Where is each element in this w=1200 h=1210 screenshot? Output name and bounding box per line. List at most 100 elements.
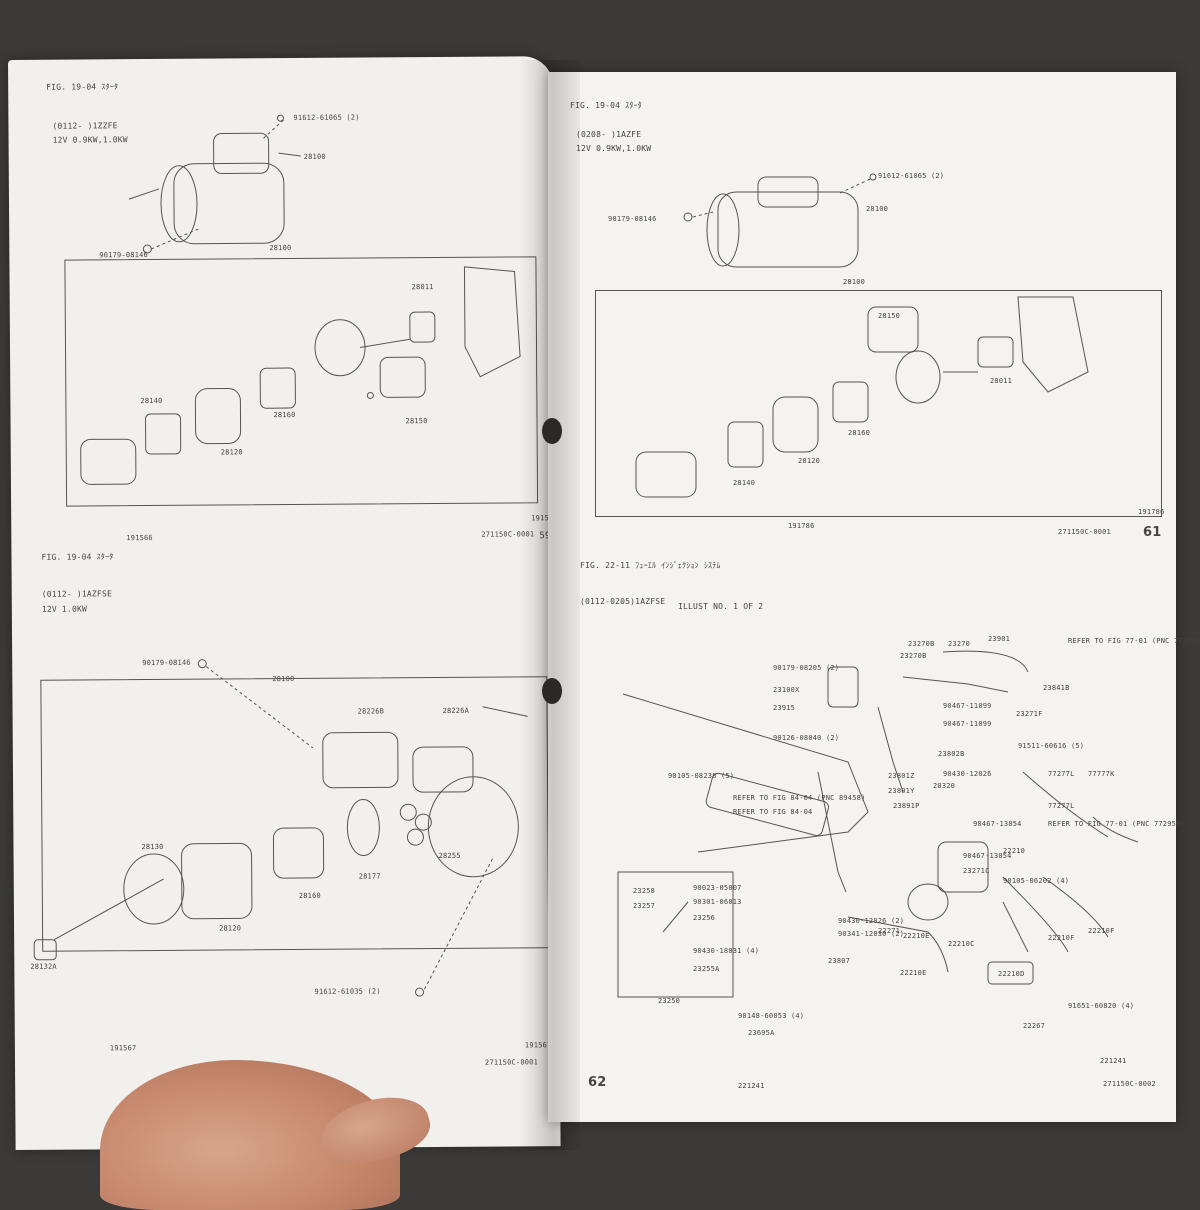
callout: REFER TO FIG 84-04 — [733, 808, 813, 816]
frame-code: 221241 — [1100, 1057, 1127, 1065]
callout: 91612-61065 (2) — [878, 172, 945, 180]
callout: 28120 — [798, 457, 821, 465]
starter-assembly-drawing — [8, 56, 556, 510]
callout: 90467-13054 — [963, 852, 1012, 860]
binder-hole — [542, 418, 562, 444]
callout: 28100 — [866, 205, 889, 213]
callout: 28100 — [843, 278, 866, 286]
page-number: 61 — [1143, 525, 1162, 540]
callout: 23258 — [633, 887, 656, 895]
callout: 22210E — [900, 969, 927, 977]
callout: 90341-12030 (2) — [838, 930, 905, 938]
callout: 28160 — [848, 429, 871, 437]
callout: 22210D — [998, 970, 1025, 978]
callout: 23270B — [908, 640, 935, 648]
callout: 23802B — [938, 750, 965, 758]
exploded-parts-drawing — [8, 56, 556, 510]
page-code: 271150C-0001 — [1058, 528, 1111, 536]
exploded-parts-drawing — [548, 72, 1176, 532]
callout: 28150 — [878, 312, 901, 320]
callout: 28100 — [272, 675, 295, 684]
callout: 90467-11099 — [943, 720, 992, 728]
callout: 91651-60820 (4) — [1068, 1002, 1135, 1010]
range-code: (0112-0205)1AZFSE — [580, 597, 666, 606]
illust-label: ILLUST NO. 1 OF 2 — [678, 602, 764, 611]
callout: 28160 — [298, 891, 321, 900]
callout: 28120 — [219, 924, 242, 933]
callout: 23801Z — [888, 772, 915, 780]
callout: 23695A — [748, 1029, 775, 1037]
callout: 28255 — [438, 851, 461, 861]
callout: 28132A — [30, 962, 57, 971]
callout: 23255A — [693, 965, 720, 973]
fig-header: FIG. 19-04 ｽﾀｰﾀ — [570, 101, 642, 110]
callout: 28011 — [990, 377, 1013, 385]
illust-number: 191567 — [109, 1044, 137, 1053]
callout: REFER TO FIG 77-01 (PNC 772950) — [1048, 820, 1185, 828]
callout: 28226B — [357, 707, 385, 716]
callout: 23250 — [658, 997, 681, 1005]
callout: 23270B — [900, 652, 927, 660]
callout: 20320 — [933, 782, 956, 790]
callout: REFER TO FIG 84-04 (PNC 89458) — [733, 794, 866, 802]
callout: 23256 — [693, 914, 716, 922]
callout: 23257 — [633, 902, 656, 910]
callout: 23841B — [1043, 684, 1070, 692]
callout: 28177 — [358, 872, 381, 881]
callout: 90430-18031 (4) — [693, 947, 760, 955]
fig-header: FIG. 22-11 ﾌｭｰｴﾙ ｲﾝｼﾞｪｸｼｮﾝ ｼｽﾃﾑ — [580, 561, 721, 570]
left-page: FIG. 19-04 ｽﾀｰﾀ (0112- )1ZZFE 12V 0.9KW,… — [8, 56, 561, 1150]
callout: REFER TO FIG 77-01 (PNC 773510) — [1068, 637, 1200, 645]
callout: 23271F — [1016, 710, 1043, 718]
fuel-injection-drawing — [548, 72, 1176, 1122]
illust-number: 221241 — [738, 1082, 765, 1090]
callout: 22210F — [1088, 927, 1115, 935]
callout: 23901 — [988, 635, 1011, 643]
callout: 23915 — [773, 704, 796, 712]
page-code: 271150C-0002 — [1103, 1080, 1156, 1088]
callout: 22210F — [1048, 934, 1075, 942]
callout: 23801Y — [888, 787, 915, 795]
starter-assembly-drawing — [548, 72, 1176, 532]
callout: 23100X — [773, 686, 800, 694]
illust-number: 191786 — [788, 522, 815, 530]
callout: 90301-06013 — [693, 898, 742, 906]
callout: 28140 — [733, 479, 756, 487]
callout: 90467-11099 — [943, 702, 992, 710]
callout: 77777K — [1088, 770, 1115, 778]
spec-label: 12V 0.9KW,1.0KW — [576, 144, 652, 153]
callout: 23270 — [948, 640, 971, 648]
range-code: (0208- )1AZFE — [576, 130, 642, 139]
callout: 22210 — [1003, 847, 1026, 855]
callout: 90105-06202 (4) — [1003, 877, 1070, 885]
callout: 91612-61035 (2) — [314, 987, 381, 996]
callout: 23807 — [828, 957, 851, 965]
book-gutter-shadow — [520, 60, 580, 1150]
right-page: FIG. 19-04 ｽﾀｰﾀ (0208- )1AZFE 12V 0.9KW,… — [548, 72, 1200, 1122]
callout: 90430-12026 (2) — [838, 917, 905, 925]
page-number: 62 — [588, 1075, 607, 1090]
callout: 22267 — [1023, 1022, 1046, 1030]
callout: 90126-08040 (2) — [773, 734, 840, 742]
callout: 90179-08205 (2) — [773, 664, 840, 672]
callout: 90179-08146 — [608, 215, 657, 223]
frame-code: 191786 — [1138, 508, 1165, 516]
callout: 23271C — [963, 867, 990, 875]
callout: 77277L — [1048, 802, 1075, 810]
callout: 22210E — [903, 932, 930, 940]
callout: 90179-08146 — [142, 658, 191, 668]
exploded-view-frame — [595, 290, 1162, 517]
callout: 91511-60616 (5) — [1018, 742, 1085, 750]
callout: 22271 — [878, 927, 901, 935]
callout: 90148-60053 (4) — [738, 1012, 805, 1020]
callout: 90430-12026 — [943, 770, 992, 778]
callout: 77277L — [1048, 770, 1075, 778]
callout: 23891P — [893, 802, 920, 810]
callout: 28130 — [141, 842, 164, 852]
exploded-parts-drawing-2 — [8, 56, 560, 1060]
callout: 90023-05007 — [693, 884, 742, 892]
callout: 28226A — [442, 706, 470, 715]
binder-hole — [542, 678, 562, 704]
callout: 90467-13054 — [973, 820, 1022, 828]
